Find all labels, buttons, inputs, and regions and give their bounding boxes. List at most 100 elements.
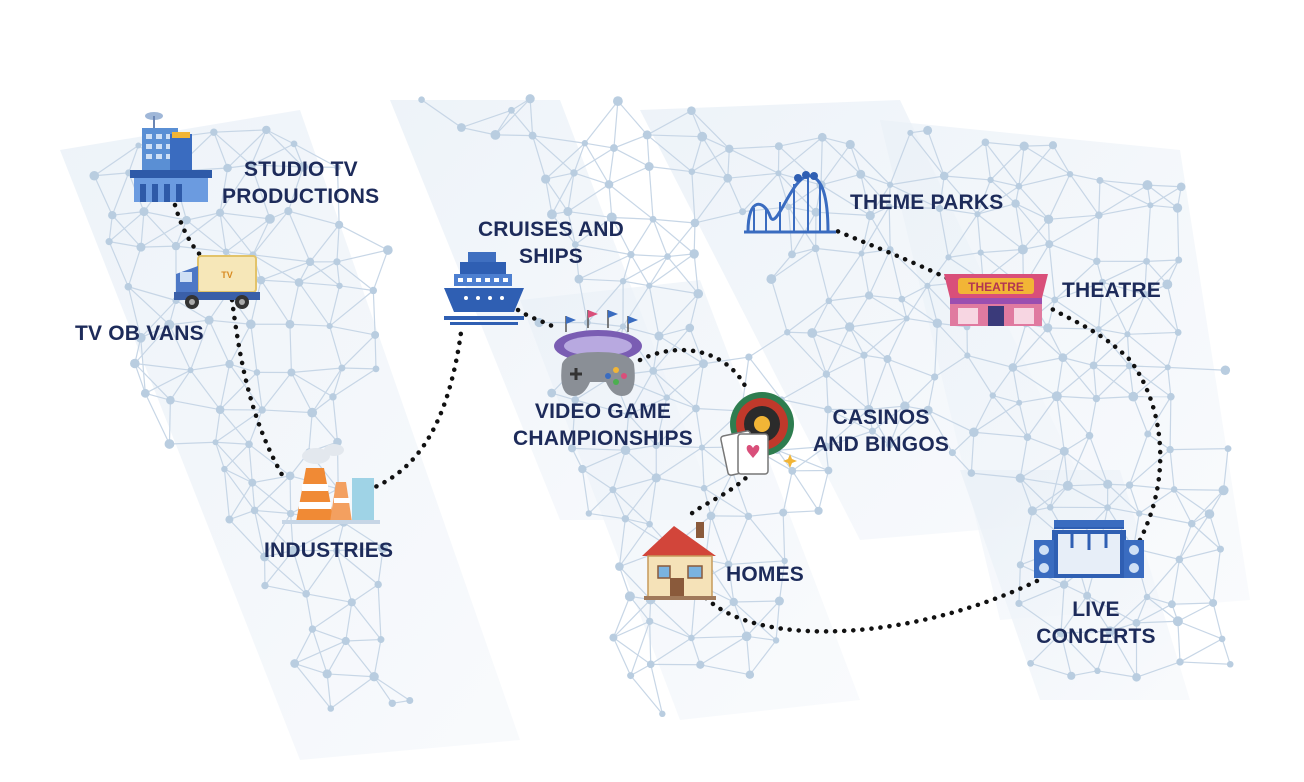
- map-node: [1167, 392, 1175, 401]
- map-node: [1083, 591, 1092, 600]
- map-link: [649, 621, 652, 665]
- map-node: [687, 106, 696, 115]
- map-link: [545, 142, 586, 180]
- map-link: [545, 178, 553, 215]
- map-link: [977, 213, 1024, 250]
- map-link: [943, 141, 986, 177]
- map-link: [251, 143, 295, 166]
- map-link: [927, 409, 975, 433]
- map-link: [906, 317, 938, 324]
- map-node: [654, 331, 664, 341]
- map-link: [1147, 396, 1172, 435]
- map-node: [1019, 141, 1029, 151]
- label-tv-ob-vans: TV OB VANS: [75, 322, 204, 345]
- map-node: [166, 395, 175, 405]
- map-link: [1086, 595, 1111, 632]
- map-link: [701, 136, 730, 150]
- map-link: [1060, 595, 1088, 634]
- map-link: [228, 482, 253, 520]
- map-node: [1017, 244, 1028, 255]
- map-link: [701, 447, 705, 489]
- map-link: [1222, 448, 1229, 491]
- map-link: [134, 363, 171, 401]
- map-link: [622, 254, 632, 282]
- map-link: [608, 184, 613, 218]
- map-node: [745, 670, 755, 679]
- map-link: [1208, 513, 1222, 550]
- map-node: [621, 515, 630, 523]
- map-link: [992, 394, 1020, 404]
- map-link: [650, 599, 692, 639]
- map-link: [782, 470, 793, 513]
- map-link: [140, 245, 176, 248]
- map-node: [646, 617, 654, 625]
- map-link: [338, 224, 389, 251]
- map-node: [642, 130, 652, 140]
- map-link: [584, 100, 619, 144]
- map-node: [1125, 481, 1134, 489]
- map-link: [612, 637, 632, 676]
- map-link: [584, 142, 610, 185]
- map-link: [332, 368, 377, 398]
- map-node: [221, 465, 228, 473]
- map-link: [613, 147, 650, 168]
- house-icon: [642, 522, 716, 600]
- map-link: [250, 324, 258, 373]
- map-node: [1027, 659, 1035, 667]
- map-link: [770, 254, 793, 280]
- map-node: [886, 203, 893, 210]
- map-link: [778, 136, 823, 174]
- map-link: [655, 447, 703, 479]
- map-link: [1109, 630, 1138, 678]
- map-link: [1092, 365, 1097, 399]
- map-node: [1176, 658, 1184, 666]
- map-node: [1046, 504, 1054, 511]
- map-link: [175, 212, 221, 247]
- map-link: [791, 247, 816, 255]
- map-link: [578, 278, 588, 323]
- map-link: [582, 468, 614, 491]
- map-link: [128, 145, 139, 174]
- map-link: [140, 300, 177, 339]
- map-node: [610, 144, 618, 152]
- map-link: [647, 134, 703, 138]
- map-link: [936, 322, 968, 356]
- map-link: [966, 355, 994, 396]
- map-node: [290, 659, 300, 668]
- map-node: [689, 249, 699, 259]
- map-node: [369, 286, 378, 295]
- map-link: [992, 395, 1028, 438]
- map-link: [168, 400, 171, 444]
- map-node: [1141, 290, 1149, 299]
- map-link: [219, 363, 231, 410]
- path-cruise-to-game: [515, 307, 555, 329]
- map-link: [225, 218, 271, 253]
- map-node: [1095, 211, 1103, 219]
- map-link: [849, 326, 865, 356]
- map-node: [652, 441, 660, 450]
- map-link: [817, 470, 830, 511]
- map-link: [630, 254, 650, 287]
- map-link: [820, 184, 871, 217]
- map-link: [134, 324, 170, 364]
- factory-icon: [282, 444, 380, 524]
- map-link: [260, 261, 311, 281]
- map-link: [175, 299, 210, 321]
- map-link: [777, 445, 826, 451]
- studio-building-icon: [130, 112, 212, 202]
- map-node: [374, 580, 382, 589]
- map-node: [136, 242, 146, 252]
- map-node: [1059, 580, 1069, 589]
- map-link: [623, 280, 650, 287]
- map-link: [652, 218, 695, 255]
- map-link: [691, 110, 730, 150]
- map-link: [786, 331, 827, 375]
- map-link: [567, 210, 612, 219]
- map-link: [1018, 173, 1071, 187]
- map-link: [169, 319, 210, 326]
- map-link: [1179, 638, 1223, 663]
- map-link: [985, 141, 1025, 147]
- map-link: [1170, 448, 1229, 451]
- map-link: [1136, 661, 1181, 678]
- map-link: [374, 334, 377, 369]
